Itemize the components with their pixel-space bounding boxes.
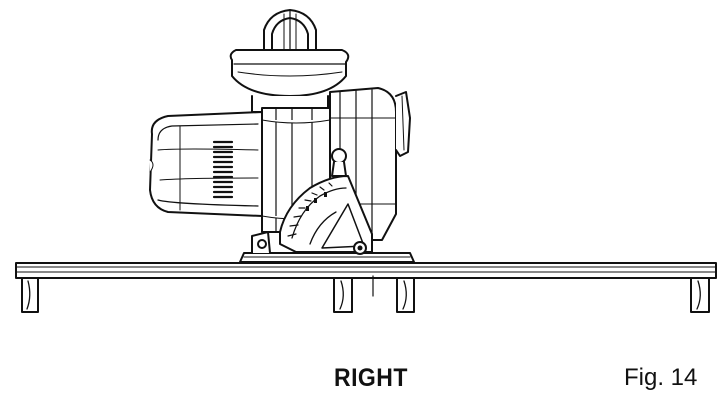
rail-support-legs (21, 275, 710, 313)
grip-knob (229, 49, 350, 113)
view-label: RIGHT (334, 364, 408, 392)
bevel-scale (279, 175, 373, 255)
figure-number: Fig. 14 (624, 364, 698, 391)
motor-housing (149, 111, 263, 217)
saw-base-plate (239, 231, 415, 263)
guide-rail (15, 262, 717, 279)
locking-knob (331, 148, 347, 177)
